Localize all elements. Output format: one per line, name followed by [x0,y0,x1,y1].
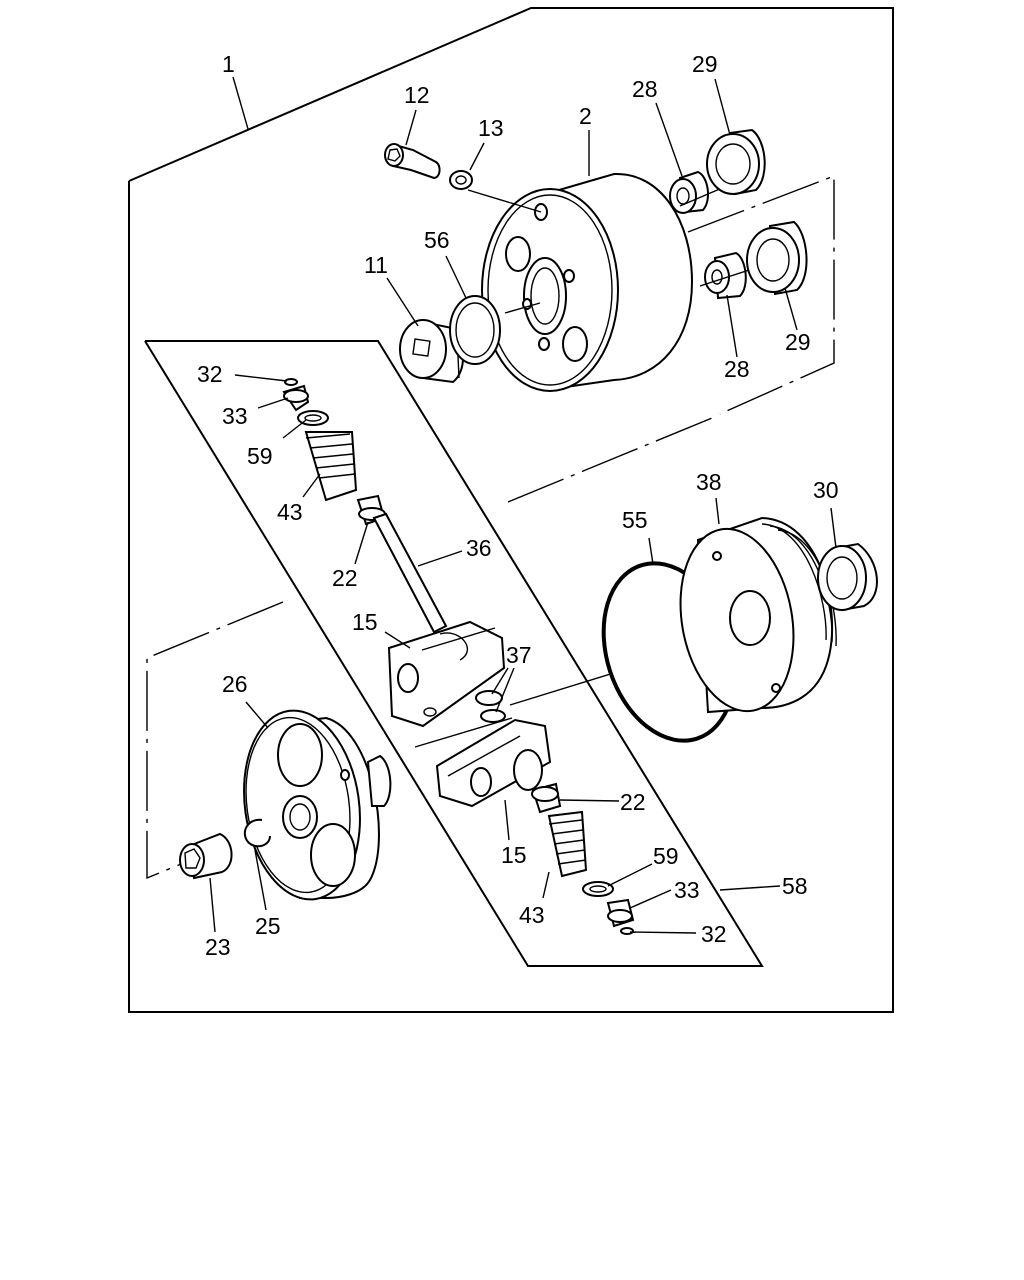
callout-59-upper: 59 [247,443,273,469]
valve-block-upper [387,620,506,728]
callout-29-lower: 29 [785,329,811,355]
callout-30: 30 [813,477,839,503]
callout-28-upper: 28 [632,76,658,102]
seals-37 [475,690,506,723]
callout-1: 1 [222,51,235,77]
callout-29-upper: 29 [692,51,718,77]
snap-ring-25 [243,818,271,848]
pump-body [467,172,694,392]
bushing-30 [817,542,878,612]
callout-33-lower: 33 [674,877,700,903]
cover-38 [679,516,837,714]
callout-32-upper: 32 [197,361,223,387]
callout-33-upper: 33 [222,403,248,429]
callout-43-upper: 43 [277,499,303,525]
callout-55: 55 [622,507,648,533]
callout-36: 36 [466,535,492,561]
callout-56: 56 [424,227,450,253]
callout-13: 13 [478,115,504,141]
callout-38: 38 [696,469,722,495]
end-plate-26 [243,709,392,901]
washer [449,170,473,190]
sleeve-23 [179,832,233,880]
callout-15-lower: 15 [501,842,527,868]
callout-59-lower: 59 [653,843,679,869]
rod [372,512,448,634]
subassembly-58-frame [144,340,764,967]
callout-2: 2 [579,103,592,129]
assembly-frame [128,7,894,1013]
valve-block-lower [435,718,552,808]
seal-29-lower [746,220,808,296]
seal-28-lower [699,251,781,300]
callout-11: 11 [364,252,388,278]
callout-26: 26 [222,671,248,697]
callout-43-lower: 43 [519,902,545,928]
leader-lines [209,76,837,934]
bolt [384,143,441,180]
callout-labels: 1 12 13 2 28 29 56 11 29 28 32 33 59 43 … [197,51,839,960]
o-ring-56 [449,295,501,365]
callout-23: 23 [205,934,231,960]
callout-58: 58 [782,873,808,899]
callout-22-upper: 22 [332,565,358,591]
callout-12: 12 [404,82,430,108]
valve-stack-lower [531,782,635,935]
callout-37: 37 [506,642,532,668]
callout-15-upper: 15 [352,609,378,635]
callout-25: 25 [255,913,281,939]
callout-32-lower: 32 [701,921,727,947]
seal-28-upper [669,170,751,214]
seal-29-upper [706,128,766,196]
callout-28-lower: 28 [724,356,750,382]
callout-22-lower: 22 [620,789,646,815]
